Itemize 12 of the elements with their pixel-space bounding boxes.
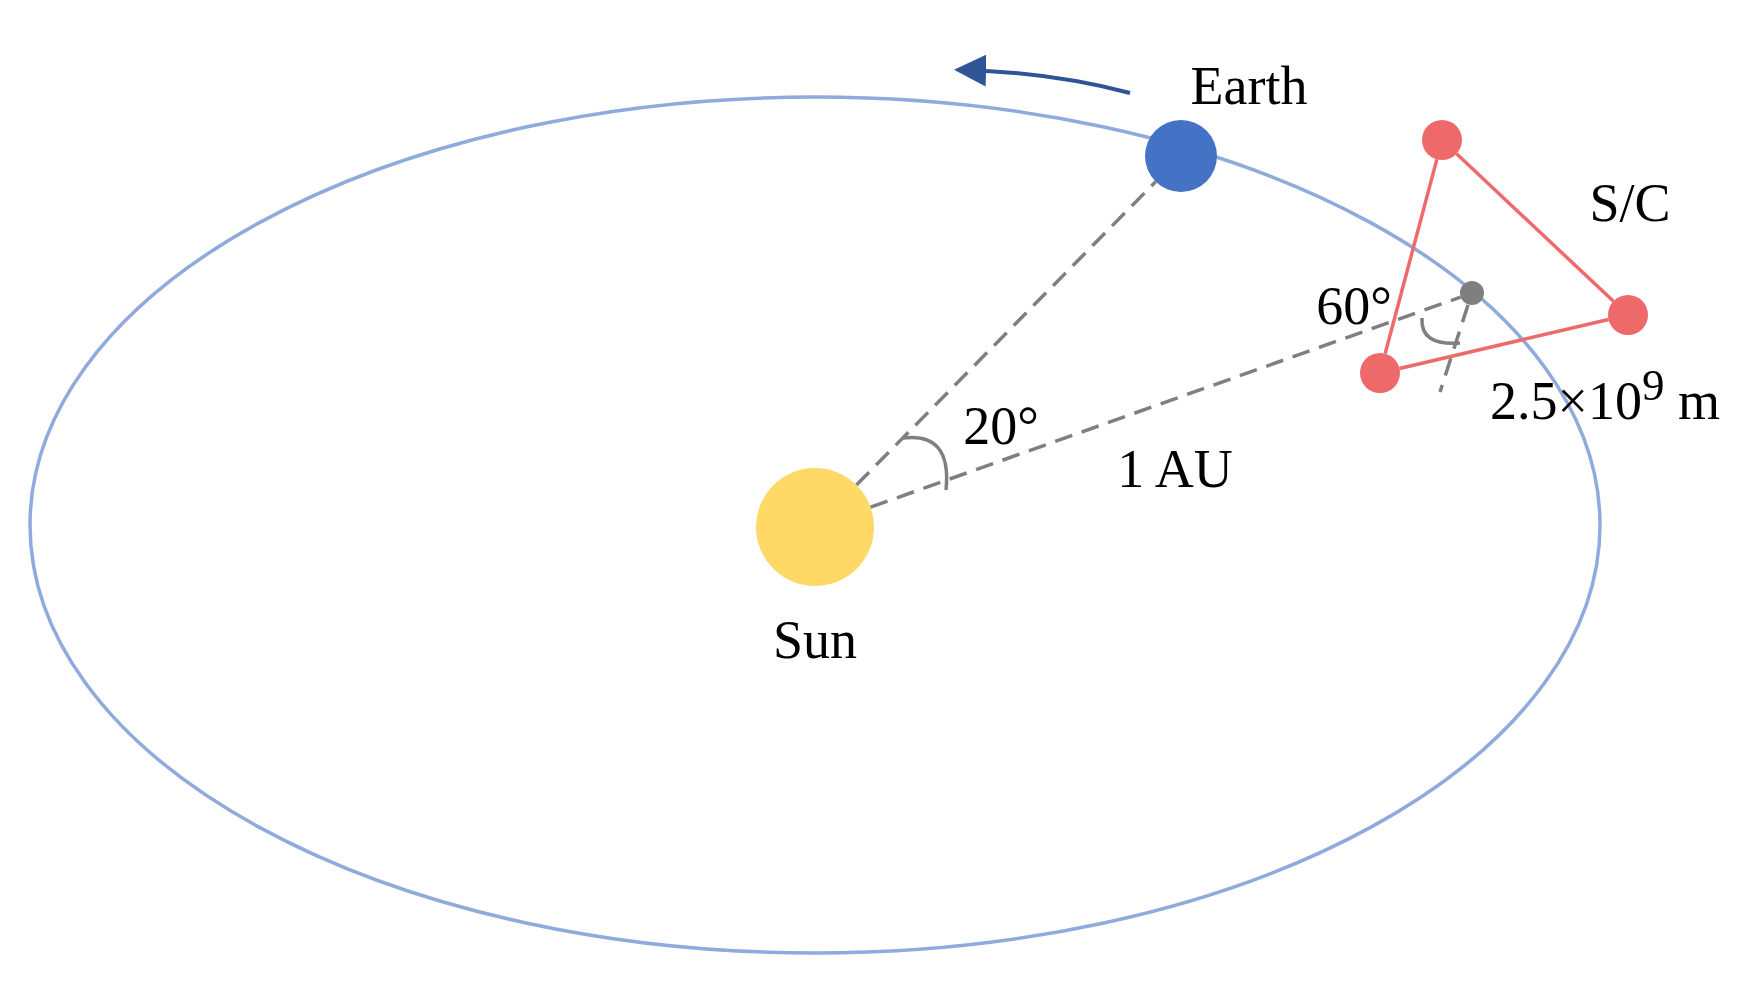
sun-label: Sun xyxy=(773,613,857,667)
connector-line xyxy=(1399,317,1609,371)
earth-label: Earth xyxy=(1190,59,1308,113)
distance-label: 1 AU xyxy=(1117,442,1233,496)
angle-label: 60° xyxy=(1316,279,1392,333)
spacecraft-label: S/C xyxy=(1589,176,1671,230)
connector-line xyxy=(1383,158,1439,355)
angle-label: 20° xyxy=(963,399,1039,453)
distance-label: 2.5×10$^{9}$ m xyxy=(1490,362,1720,428)
connector-line xyxy=(1455,152,1615,303)
dashed-line xyxy=(870,295,1462,509)
dashed-line xyxy=(855,180,1157,487)
